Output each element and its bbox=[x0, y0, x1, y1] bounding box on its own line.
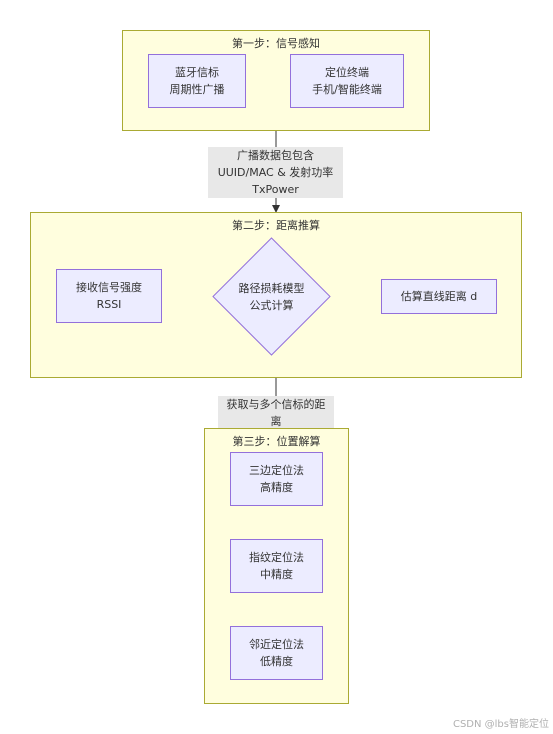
edge-label-multi-beacon: 获取与多个信标的距离 bbox=[218, 396, 334, 430]
node-path-loss-model-line2: 公式计算 bbox=[249, 298, 294, 312]
node-proximity[interactable]: 邻近定位法 低精度 bbox=[230, 626, 323, 680]
node-rssi[interactable]: 接收信号强度 RSSI bbox=[56, 269, 162, 323]
node-fingerprint-line1: 指纹定位法 bbox=[249, 551, 304, 564]
node-trilateration-line2: 高精度 bbox=[260, 481, 293, 494]
node-path-loss-model-line1: 路径损耗模型 bbox=[238, 281, 305, 295]
node-estimated-distance[interactable]: 估算直线距离 d bbox=[381, 279, 497, 314]
diamond-shape bbox=[212, 237, 331, 356]
edge-label-multi-beacon-text: 获取与多个信标的距离 bbox=[226, 398, 326, 428]
node-positioning-terminal-line1: 定位终端 bbox=[325, 66, 369, 79]
watermark-footer: CSDN @lbs智能定位 bbox=[452, 719, 549, 730]
node-bluetooth-beacon-line2: 周期性广播 bbox=[169, 83, 225, 96]
node-estimated-distance-label: 估算直线距离 d bbox=[400, 290, 478, 303]
node-bluetooth-beacon-line1: 蓝牙信标 bbox=[175, 66, 219, 79]
cluster-step1-title: 第一步：信号感知 bbox=[232, 37, 320, 50]
node-fingerprint[interactable]: 指纹定位法 中精度 bbox=[230, 539, 323, 593]
cluster-step3-title: 第三步：位置解算 bbox=[232, 435, 321, 448]
node-bluetooth-beacon[interactable]: 蓝牙信标 周期性广播 bbox=[148, 54, 246, 108]
edge-label-broadcast-line2: UUID/MAC & 发射功率 bbox=[217, 166, 334, 179]
node-path-loss-model[interactable]: 路径损耗模型 公式计算 bbox=[212, 237, 331, 356]
node-rssi-line1: 接收信号强度 bbox=[76, 281, 142, 294]
node-fingerprint-line2: 中精度 bbox=[260, 568, 293, 581]
edge-label-broadcast-line3: TxPower bbox=[252, 183, 299, 196]
edge-label-broadcast-line1: 广播数据包包含 bbox=[237, 149, 314, 162]
cluster-step2-title: 第二步：距离推算 bbox=[232, 219, 320, 232]
node-proximity-line1: 邻近定位法 bbox=[249, 638, 304, 651]
node-trilateration[interactable]: 三边定位法 高精度 bbox=[230, 452, 323, 506]
node-positioning-terminal-line2: 手机/智能终端 bbox=[312, 83, 382, 96]
node-proximity-line2: 低精度 bbox=[260, 655, 293, 668]
node-rssi-line2: RSSI bbox=[96, 298, 122, 311]
node-positioning-terminal[interactable]: 定位终端 手机/智能终端 bbox=[290, 54, 404, 108]
edge-label-broadcast: 广播数据包包含 UUID/MAC & 发射功率 TxPower bbox=[208, 147, 343, 198]
node-trilateration-line1: 三边定位法 bbox=[249, 464, 304, 477]
